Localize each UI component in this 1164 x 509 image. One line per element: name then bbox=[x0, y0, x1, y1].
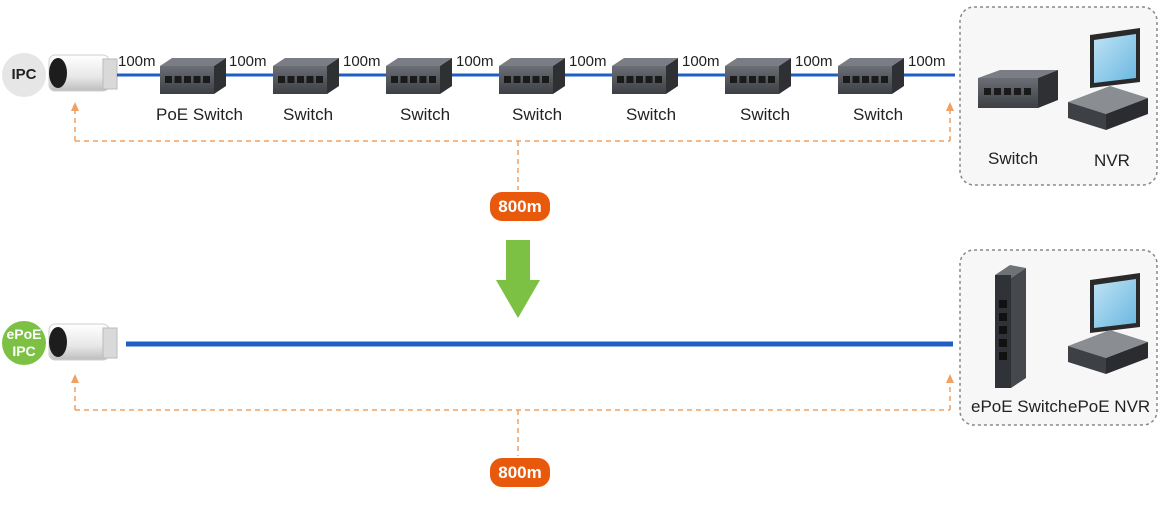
switch-icon bbox=[160, 58, 226, 94]
epoe-ipc-camera-icon bbox=[48, 323, 118, 361]
epoe-ipc-label-line1: ePoE bbox=[6, 326, 42, 342]
epoe-nvr-icon bbox=[1068, 273, 1148, 374]
epoe-ipc-circle bbox=[2, 321, 46, 365]
segment-length-label: 100m bbox=[456, 53, 494, 70]
switch-icon bbox=[612, 58, 678, 94]
switch-label: Switch bbox=[283, 105, 334, 124]
down-arrow-icon bbox=[496, 240, 540, 318]
top-distance-line bbox=[71, 102, 954, 190]
epoe-nvr-label: ePoE NVR bbox=[1068, 397, 1151, 416]
segment-length-label: 100m bbox=[682, 53, 720, 70]
nvr-label: NVR bbox=[1094, 151, 1130, 170]
bottom-distance-line bbox=[71, 374, 954, 456]
epoe-switch-label: ePoE Switch bbox=[971, 397, 1068, 416]
epoe-switch-icon bbox=[995, 265, 1026, 388]
switch-label: PoE Switch bbox=[156, 105, 243, 124]
switch-label: Switch bbox=[512, 105, 563, 124]
end-switch-label: Switch bbox=[988, 149, 1039, 168]
ipc-camera-icon bbox=[48, 54, 118, 92]
nvr-icon bbox=[1068, 28, 1148, 130]
switch-label: Switch bbox=[626, 105, 677, 124]
ipc-label: IPC bbox=[11, 66, 37, 83]
ipc-circle bbox=[2, 53, 46, 97]
bottom-distance-badge bbox=[490, 458, 550, 487]
switch-label: Switch bbox=[400, 105, 451, 124]
bottom-distance-value: 800m bbox=[498, 463, 542, 482]
segment-length-label: 100m bbox=[908, 53, 946, 70]
switch-icon bbox=[273, 58, 339, 94]
switch-label: Switch bbox=[740, 105, 791, 124]
segment-length-label: 100m bbox=[343, 53, 381, 70]
switch-icon bbox=[386, 58, 452, 94]
top-distance-value: 800m bbox=[498, 197, 542, 216]
top-distance-badge bbox=[490, 192, 550, 221]
end-switch-icon bbox=[978, 70, 1058, 108]
segment-length-label: 100m bbox=[229, 53, 267, 70]
segment-length-label: 100m bbox=[795, 53, 833, 70]
switch-label: Switch bbox=[853, 105, 904, 124]
switch-icon bbox=[838, 58, 904, 94]
segment-length-label: 100m bbox=[118, 53, 156, 70]
segment-length-label: 100m bbox=[569, 53, 607, 70]
epoe-ipc-label-line2: IPC bbox=[12, 343, 36, 359]
switch-icon bbox=[499, 58, 565, 94]
switch-icon bbox=[725, 58, 791, 94]
